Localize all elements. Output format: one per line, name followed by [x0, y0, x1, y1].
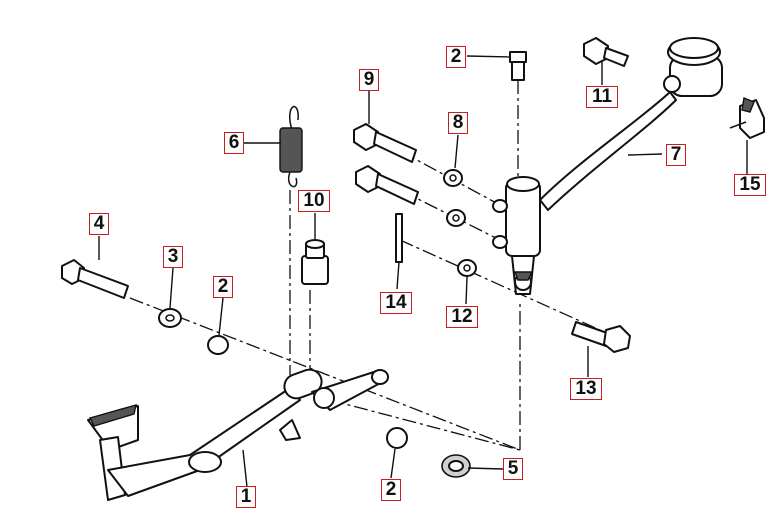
callout-9: 9	[359, 69, 379, 91]
reservoir	[663, 37, 723, 97]
bolt-part-4	[61, 259, 129, 299]
callout-13: 13	[570, 378, 602, 400]
callout-15: 15	[734, 174, 766, 196]
hose-part-7	[539, 91, 677, 211]
callout-12: 12	[446, 306, 478, 328]
callout-8: 8	[448, 112, 468, 134]
nut-part-5	[441, 454, 471, 478]
washer-part-12	[457, 259, 477, 277]
washer-part-8-lower	[446, 209, 466, 227]
callout-3: 3	[163, 246, 183, 268]
spring-part-6	[279, 105, 303, 188]
bolt-part-2-top	[509, 51, 527, 81]
callout-11: 11	[586, 86, 618, 108]
bolt-part-9-lower	[355, 165, 419, 205]
callout-2-left: 2	[213, 276, 233, 298]
callout-10: 10	[298, 190, 330, 212]
pin-part-14	[395, 213, 403, 263]
callout-7: 7	[666, 144, 686, 166]
callout-2-bottom: 2	[381, 479, 401, 501]
washer-part-8-upper	[443, 169, 463, 187]
callout-14: 14	[380, 292, 412, 314]
o-ring-part-2-bottom	[386, 427, 408, 449]
clip-part-15	[729, 97, 765, 139]
bolt-part-9-upper	[353, 123, 417, 163]
master-cylinder	[492, 176, 541, 295]
adjuster-part-10	[301, 239, 329, 285]
callout-2-top: 2	[446, 46, 466, 68]
callout-1: 1	[236, 486, 256, 508]
bolt-part-13	[571, 321, 631, 353]
leader-lines	[98, 55, 748, 488]
washer-part-3	[158, 308, 182, 328]
brake-pedal-part-1	[87, 368, 389, 501]
bolt-part-11	[583, 37, 629, 67]
callout-5: 5	[503, 458, 523, 480]
assembly-axis-lines	[129, 80, 601, 451]
callout-4: 4	[89, 213, 109, 235]
o-ring-part-2-left	[207, 335, 229, 355]
callout-6: 6	[224, 132, 244, 154]
